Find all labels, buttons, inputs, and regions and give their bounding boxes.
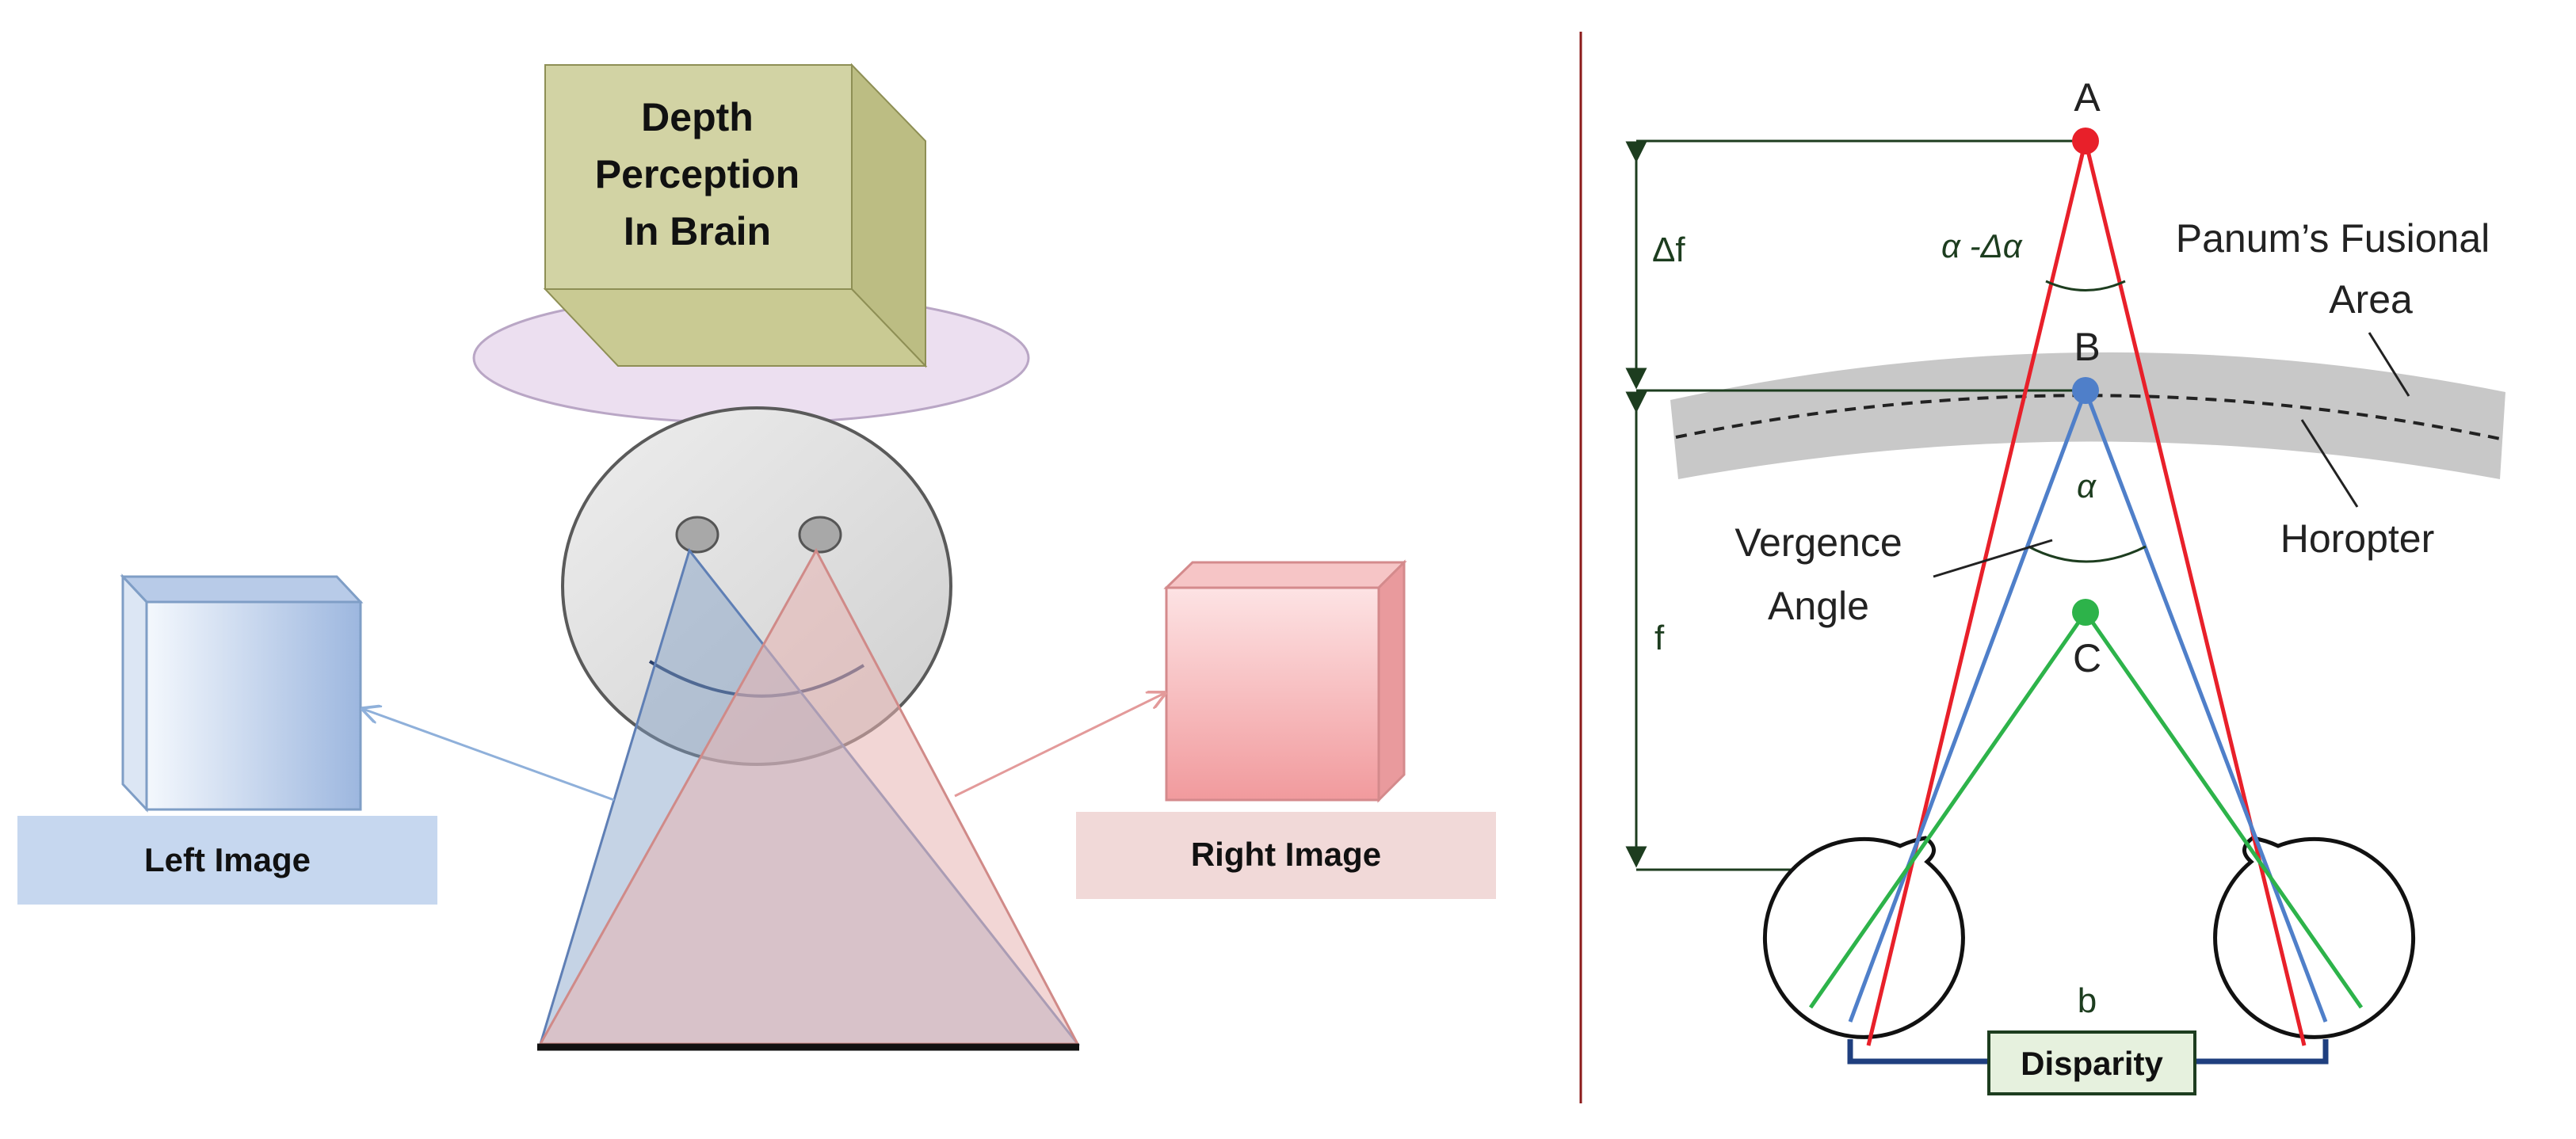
red-ray-left: [1866, 140, 2088, 1046]
right-image-label: Right Image: [1191, 836, 1381, 873]
right-panel: Δf f A B C α -Δα α Vergence Angle: [1625, 75, 2505, 1095]
left-eyeball: [1762, 836, 1965, 1039]
point-c-label: C: [2073, 636, 2101, 680]
horopter-curve: [1675, 394, 2505, 441]
point-a-marker: [2072, 128, 2099, 154]
vergence-label-line-1: Vergence: [1735, 520, 1902, 565]
brain-box-line-3: In Brain: [624, 209, 771, 253]
horopter-leader-line: [2300, 419, 2359, 508]
point-b-label: B: [2074, 325, 2100, 369]
horopter-label: Horopter: [2280, 516, 2435, 561]
left-image-label-box: [17, 816, 437, 905]
right-image-label-box: [1076, 812, 1496, 899]
angle-arc-a: [2045, 280, 2126, 291]
point-b-marker: [2072, 377, 2099, 404]
right-image-cube: [1163, 559, 1407, 803]
right-eye-icon: [798, 516, 842, 554]
baseline-label: b: [2078, 981, 2097, 1020]
depth-perception-box: Depth Perception In Brain: [543, 63, 928, 368]
left-panel: Depth Perception In Brain Left Image Rig…: [17, 63, 1496, 1051]
panum-leader-line: [2368, 332, 2410, 397]
f-label: f: [1654, 619, 1665, 657]
panum-label-line-2: Area: [2329, 277, 2413, 322]
disparity-label: Disparity: [2021, 1045, 2163, 1082]
green-ray-right: [2083, 611, 2364, 1009]
point-c-marker: [2072, 599, 2099, 626]
angle-arc-b: [2028, 545, 2147, 563]
alpha-minus-delta-label: α -Δα: [1941, 227, 2023, 265]
left-image-label: Left Image: [144, 841, 311, 878]
left-image-arrow: [363, 709, 615, 802]
red-ray-right: [2083, 140, 2307, 1046]
vergence-label-line-2: Angle: [1768, 584, 1869, 628]
blue-ray-left: [1848, 390, 2088, 1023]
brain-box-line-2: Perception: [595, 152, 800, 196]
green-ray-left: [1808, 611, 2088, 1009]
disparity-box: [1987, 1030, 2196, 1095]
left-eye-icon: [675, 516, 719, 554]
alpha-label: α: [2077, 467, 2097, 505]
point-a-label: A: [2074, 75, 2101, 120]
vergence-leader-line: [1933, 539, 2053, 578]
left-image-cube: [120, 573, 364, 813]
panum-label-line-1: Panum’s Fusional: [2176, 216, 2490, 261]
blue-ray-right: [2083, 390, 2328, 1023]
right-image-arrow: [954, 693, 1165, 798]
delta-f-label: Δf: [1652, 230, 1685, 269]
panum-fusional-band: [1670, 352, 2505, 479]
brain-box-line-1: Depth: [641, 95, 754, 139]
